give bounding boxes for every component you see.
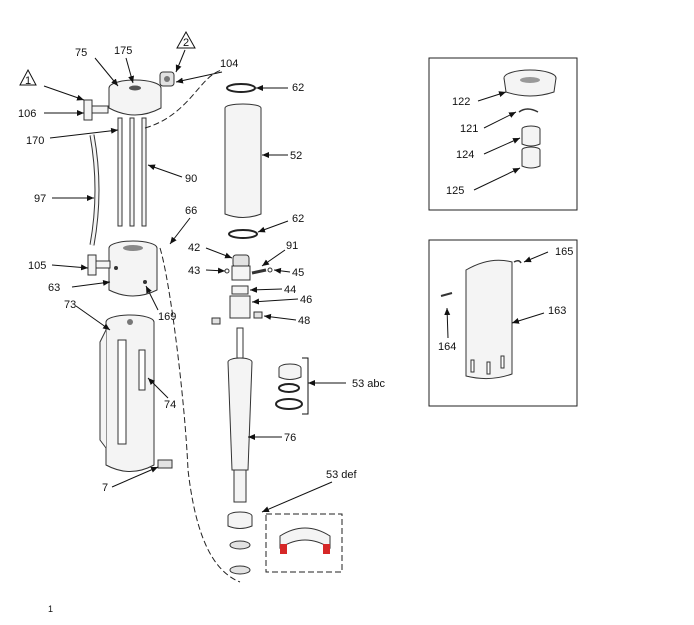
callout-104: 104 bbox=[220, 58, 238, 70]
sleeve-part bbox=[521, 146, 541, 169]
pump-housing-part bbox=[99, 314, 155, 472]
callout-43: 43 bbox=[188, 265, 200, 277]
svg-text:1: 1 bbox=[25, 75, 31, 87]
callout-90: 90 bbox=[185, 173, 197, 185]
fitting-104-part bbox=[159, 71, 175, 87]
callout-7: 7 bbox=[102, 482, 108, 494]
seal-set-abc-part bbox=[275, 357, 309, 415]
callout-52: 52 bbox=[290, 150, 302, 162]
callout-175: 175 bbox=[114, 45, 132, 57]
o-ring-part bbox=[226, 83, 256, 93]
shield-cover-part bbox=[465, 259, 513, 380]
clip-part bbox=[518, 108, 539, 113]
callout-165: 165 bbox=[555, 246, 573, 258]
piston-block-part bbox=[231, 265, 251, 281]
cover-detail-box bbox=[428, 239, 578, 407]
callout-124: 124 bbox=[456, 149, 474, 161]
hose-part bbox=[90, 134, 99, 246]
svg-text:2: 2 bbox=[183, 37, 189, 49]
callout-75: 75 bbox=[75, 47, 87, 59]
callout-63: 63 bbox=[48, 282, 60, 294]
o-ring-part bbox=[228, 229, 258, 239]
callout-105: 105 bbox=[28, 260, 46, 272]
callout-170: 170 bbox=[26, 135, 44, 147]
outlet-block-part bbox=[108, 240, 158, 297]
clevis-part bbox=[231, 285, 249, 295]
callout-62-bottom: 62 bbox=[292, 213, 304, 225]
callout-45: 45 bbox=[292, 267, 304, 279]
fitting-106-part bbox=[83, 99, 109, 121]
callout-73: 73 bbox=[64, 299, 76, 311]
callout-42: 42 bbox=[188, 242, 200, 254]
callout-44: 44 bbox=[284, 284, 296, 296]
callout-48: 48 bbox=[298, 315, 310, 327]
bushing-part bbox=[521, 125, 541, 147]
tie-rods-part bbox=[117, 117, 147, 227]
seal-detail-box bbox=[265, 513, 343, 573]
callout-163: 163 bbox=[548, 305, 566, 317]
callout-164: 164 bbox=[438, 341, 456, 353]
callout-169: 169 bbox=[158, 311, 176, 323]
callout-53def: 53 def bbox=[326, 469, 358, 481]
callout-122: 122 bbox=[452, 96, 470, 108]
leader-lines bbox=[43, 49, 549, 513]
callout-91: 91 bbox=[286, 240, 298, 252]
nut-part bbox=[232, 254, 250, 268]
piston-rod-part bbox=[227, 327, 253, 503]
callout-106: 106 bbox=[18, 108, 36, 120]
seal-cross-section-part bbox=[279, 527, 331, 554]
callout-121: 121 bbox=[460, 123, 478, 135]
callout-97: 97 bbox=[34, 193, 46, 205]
callout-53abc: 53 abc bbox=[352, 378, 386, 390]
clip-part bbox=[513, 259, 522, 264]
packing-nut-part bbox=[503, 69, 557, 97]
page-mark: 1 bbox=[48, 604, 53, 614]
callout-62-top: 62 bbox=[292, 82, 304, 94]
callout-76: 76 bbox=[284, 432, 296, 444]
callout-labels: 75 175 104 62 106 170 52 90 97 66 62 42 … bbox=[18, 45, 573, 614]
callout-46: 46 bbox=[300, 294, 312, 306]
screw-part bbox=[440, 292, 453, 297]
bolt-part bbox=[157, 459, 173, 469]
cylinder-sleeve-part bbox=[224, 103, 262, 218]
callout-74: 74 bbox=[164, 399, 176, 411]
seal-set-def-part bbox=[227, 511, 253, 575]
callout-66: 66 bbox=[185, 205, 197, 217]
callout-125: 125 bbox=[446, 185, 464, 197]
warning-triangle-icon: 1 bbox=[19, 68, 37, 87]
pump-head-part bbox=[108, 79, 162, 116]
fitting-105-part bbox=[87, 254, 111, 276]
kit-detail-box bbox=[428, 57, 578, 211]
yoke-part bbox=[229, 295, 251, 319]
warning-triangle-icon: 2 bbox=[176, 30, 196, 49]
